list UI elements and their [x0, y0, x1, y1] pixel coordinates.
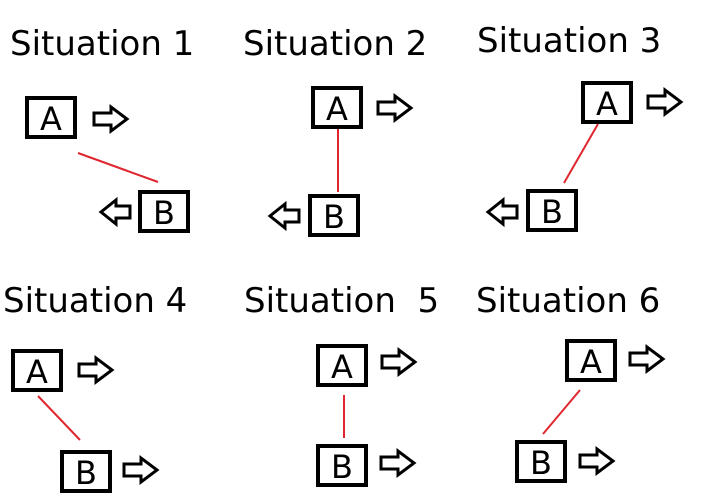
situation-1-title: Situation 1	[10, 24, 194, 64]
situation-4-box-b: B	[60, 450, 112, 493]
situation-4-box-a-label: A	[26, 353, 48, 391]
situation-1-arrow-a-right-icon	[92, 104, 130, 134]
situation-5-arrow-b-right-icon	[379, 448, 417, 478]
situation-4-arrow-b-right-icon	[122, 455, 160, 485]
situation-1-box-b: B	[138, 190, 190, 233]
situation-5-arrow-a-right-icon	[380, 347, 418, 377]
situation-4-box-a: A	[11, 349, 63, 392]
situation-3-arrow-b-left-icon	[485, 196, 519, 228]
situation-5-box-a-label: A	[331, 348, 353, 386]
situation-1-connector	[77, 152, 159, 183]
situation-3-panel: Situation 3 A B	[477, 21, 684, 232]
situation-6-box-b-label: B	[530, 444, 552, 482]
situation-3-box-a-label: A	[596, 85, 618, 123]
situation-1-box-a: A	[25, 96, 77, 139]
situation-2-arrow-b-left-icon	[267, 200, 301, 232]
situation-2-box-b: B	[308, 194, 360, 237]
situation-6-panel: Situation 6 A B	[476, 281, 666, 483]
situation-2-arrow-a-right-icon	[376, 93, 414, 123]
situation-6-box-a: A	[565, 339, 617, 382]
situation-6-connector	[542, 389, 581, 435]
situation-6-arrow-a-right-icon	[628, 344, 666, 374]
situation-1-panel: Situation 1 A B	[10, 24, 194, 233]
situation-1-arrow-b-left-icon	[98, 196, 132, 228]
situation-6-title: Situation 6	[476, 281, 660, 321]
situation-4-panel: Situation 4 A B	[3, 281, 187, 493]
situation-6-box-a-label: A	[580, 343, 602, 381]
situation-4-connector	[37, 395, 81, 441]
situation-1-box-b-label: B	[153, 194, 175, 232]
situation-3-connector	[563, 123, 599, 184]
situation-5-title: Situation 5	[244, 281, 439, 321]
situation-6-arrow-b-right-icon	[578, 446, 616, 476]
situation-2-box-a-label: A	[326, 90, 348, 128]
situation-2-box-b-label: B	[323, 198, 345, 236]
situation-3-title: Situation 3	[477, 21, 661, 61]
situation-5-box-b-label: B	[331, 448, 353, 486]
situation-2-panel: Situation 2 A B	[243, 24, 427, 237]
situation-5-box-a: A	[316, 344, 368, 387]
situation-3-box-b-label: B	[541, 193, 563, 231]
situation-3-arrow-a-right-icon	[646, 87, 684, 117]
situation-4-box-b-label: B	[75, 454, 97, 492]
situation-3-box-a: A	[581, 81, 633, 124]
situation-5-panel: Situation 5 A B	[244, 281, 439, 487]
situation-4-title: Situation 4	[3, 281, 187, 321]
situation-2-box-a: A	[311, 86, 363, 129]
situation-2-title: Situation 2	[243, 24, 427, 64]
situation-5-box-b: B	[316, 444, 368, 487]
situation-3-box-b: B	[526, 189, 578, 232]
situation-1-box-a-label: A	[40, 100, 62, 138]
situation-6-box-b: B	[515, 440, 567, 483]
situation-4-arrow-a-right-icon	[77, 355, 115, 385]
